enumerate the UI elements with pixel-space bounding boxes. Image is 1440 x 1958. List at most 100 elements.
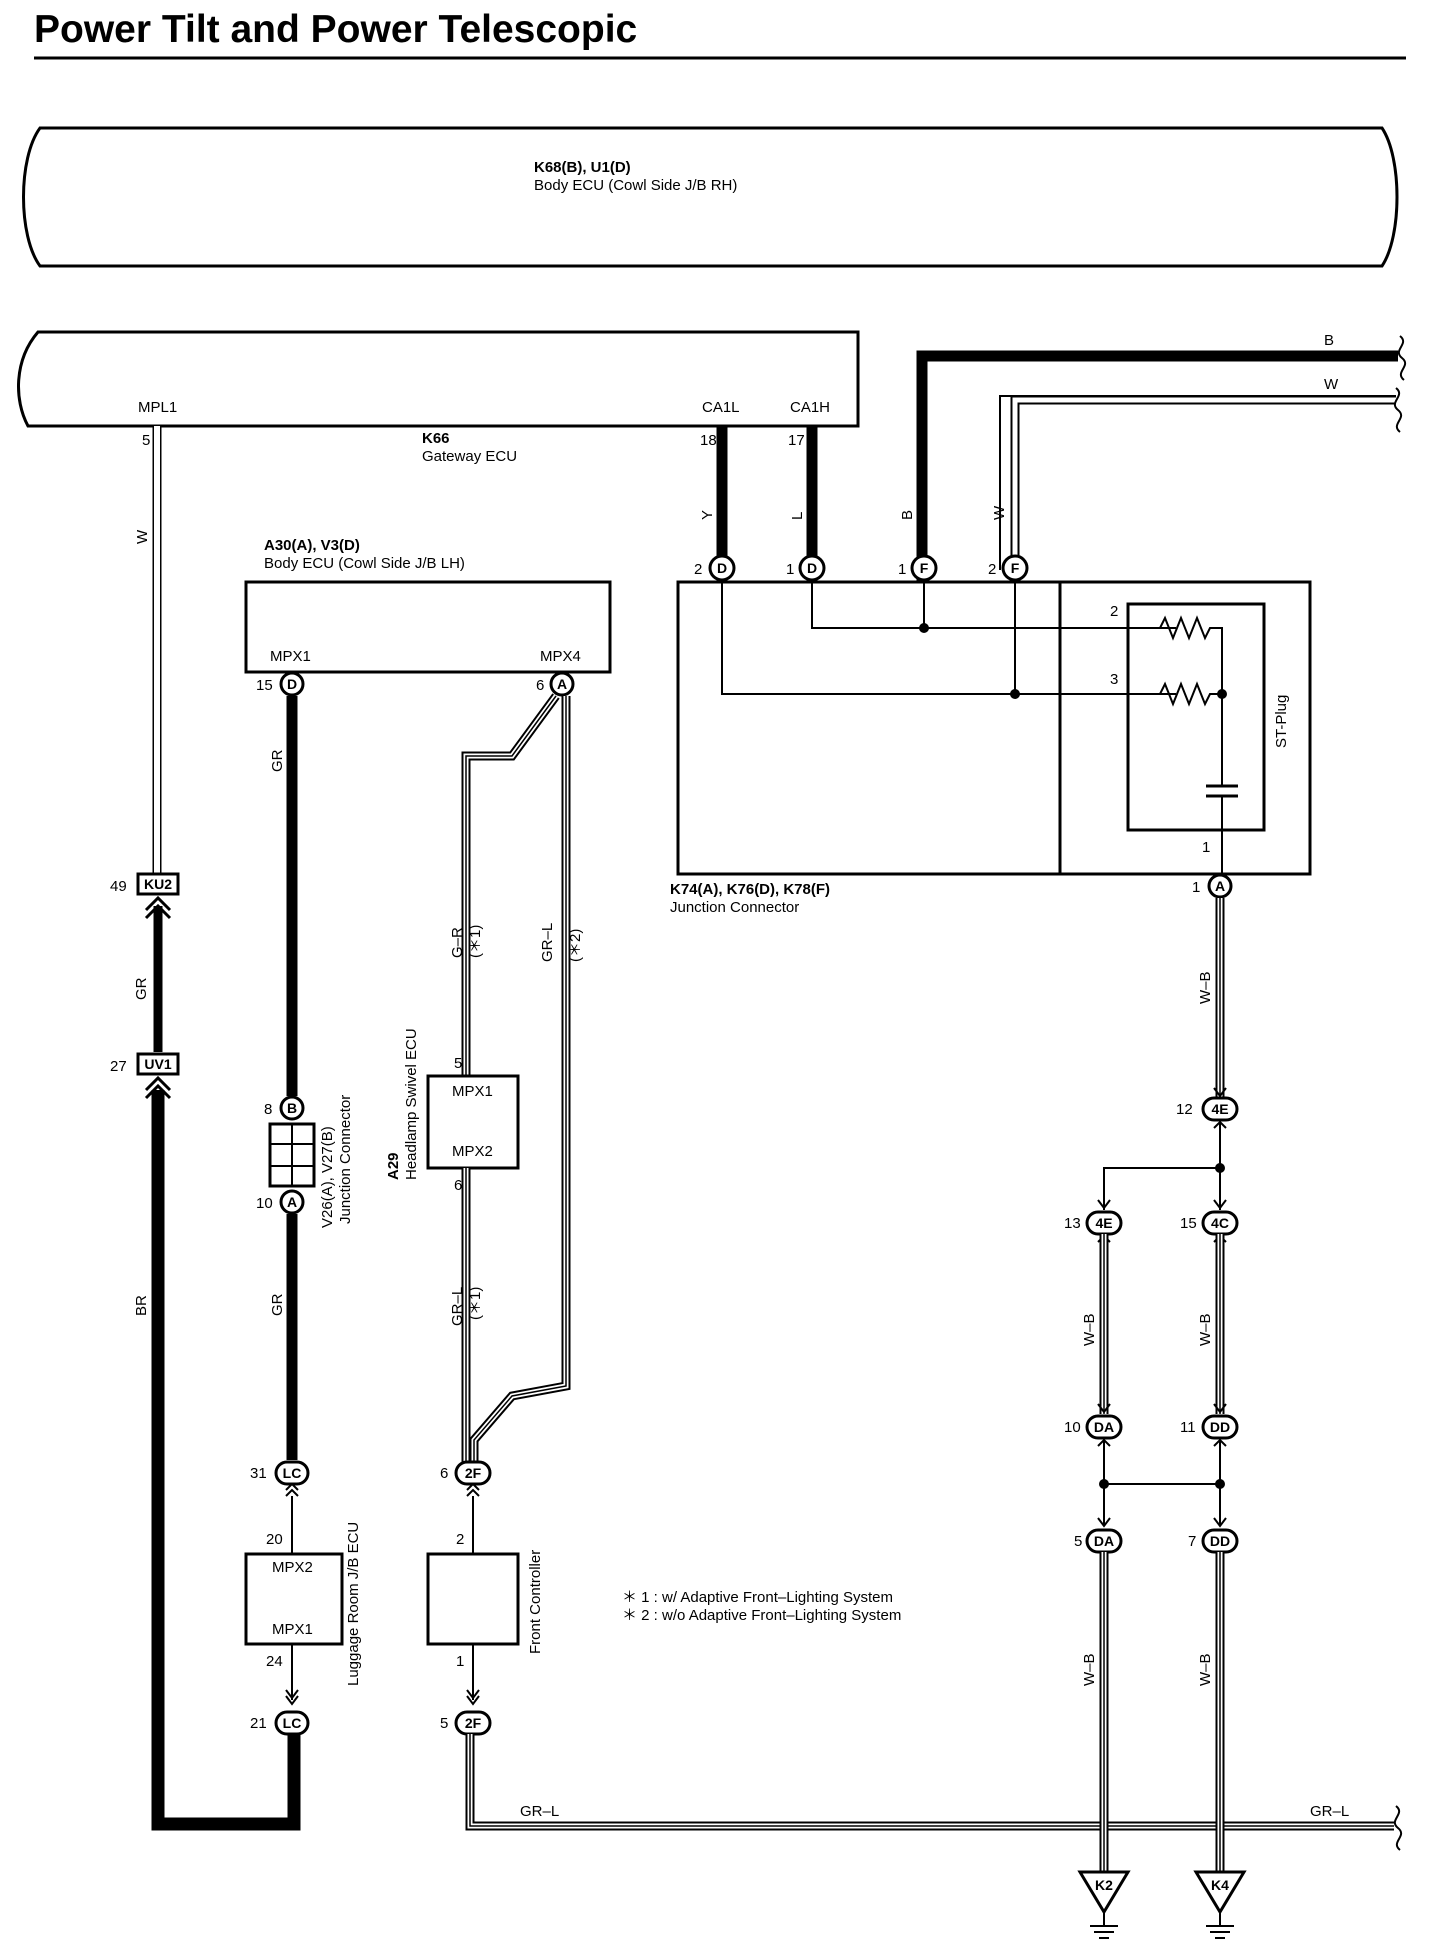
pin-2-fc: 2 (456, 1531, 464, 1548)
pin-st-1: 1 (1202, 839, 1210, 856)
wire-label-gr-l-right: GR–L (1310, 1803, 1349, 1820)
connector-4e-12: 4E (1201, 1096, 1239, 1122)
pin-7: 7 (1188, 1533, 1196, 1550)
svg-text:F: F (1011, 560, 1020, 576)
body-ecu-lh-code: A30(A), V3(D) (264, 537, 360, 554)
terminal-mpx1-lug: MPX1 (272, 1621, 313, 1638)
connector-dd-11: DD (1201, 1414, 1239, 1440)
connector-lc-31: LC (274, 1460, 310, 1486)
svg-text:4E: 4E (1211, 1101, 1228, 1117)
terminal-ca1h: CA1H (790, 399, 830, 416)
pin-15-4c: 15 (1180, 1215, 1197, 1232)
svg-text:2F: 2F (465, 1465, 482, 1481)
connector-2f-6: 2F (454, 1460, 492, 1486)
connector-da-5: DA (1085, 1528, 1123, 1554)
pin-17: 17 (788, 432, 805, 449)
pin-24: 24 (266, 1653, 283, 1670)
wire-label-gr-l-bottom: GR–L (520, 1803, 559, 1820)
footnote-1: ＊ 1 : w/ Adaptive Front–Lighting System (622, 1589, 893, 1606)
ground-k4-icon: K4 (1193, 1870, 1247, 1939)
pin-5-2f: 5 (440, 1715, 448, 1732)
pin-15: 15 (256, 677, 273, 694)
connector-d-ca1h: D (798, 554, 826, 582)
junction-connector-v-name: Junction Connector (337, 1095, 354, 1224)
pin-5-da: 5 (1074, 1533, 1082, 1550)
terminal-mpx1-swivel: MPX1 (452, 1083, 493, 1100)
pin-10-da: 10 (1064, 1419, 1081, 1436)
wire-label-gr-3: GR (269, 1293, 286, 1316)
gateway-ecu-name: Gateway ECU (422, 448, 517, 465)
wire-label-w: W (991, 505, 1008, 520)
pin-31: 31 (250, 1465, 267, 1482)
st-plug-label: ST-Plug (1273, 695, 1290, 748)
front-controller-box (426, 1552, 520, 1646)
wire-label-w-b-4: W–B (1081, 1653, 1098, 1686)
wire-br (151, 1090, 301, 1831)
svg-text:K4: K4 (1211, 1877, 1229, 1893)
headlamp-swivel-ecu-box (426, 1074, 520, 1170)
connector-uv1 (136, 1052, 180, 1076)
connector-b-v27: B (279, 1095, 305, 1121)
svg-text:F: F (920, 560, 929, 576)
terminal-mpl1: MPL1 (138, 399, 177, 416)
footnote-mark-2: (＊2) (567, 929, 584, 962)
connector-4e-13: 4E (1085, 1210, 1123, 1236)
terminal-mpx1-lh: MPX1 (270, 648, 311, 665)
wire-label-w-left: W (134, 529, 151, 544)
svg-text:D: D (807, 560, 817, 576)
pin-5-mpl1: 5 (142, 432, 150, 449)
svg-text:4E: 4E (1095, 1215, 1112, 1231)
wire-label-b: B (899, 510, 916, 520)
junction-connector-v-code: V26(A), V27(B) (319, 1126, 336, 1228)
pin-jc-2f: 2 (988, 561, 996, 578)
wire-label-w-b-5: W–B (1197, 1653, 1214, 1686)
svg-text:A: A (557, 676, 567, 692)
wire-label-br: BR (133, 1295, 150, 1316)
headlamp-swivel-ecu-code: A29 (385, 1152, 402, 1180)
wire-label-w-b-1: W–B (1197, 971, 1214, 1004)
svg-text:4C: 4C (1211, 1215, 1229, 1231)
pin-5-swivel: 5 (454, 1055, 462, 1072)
pin-st-3: 3 (1110, 671, 1118, 688)
terminal-mpx2-lug: MPX2 (272, 1559, 313, 1576)
body-ecu-lh-box (244, 580, 612, 674)
connector-f-w: F (1001, 554, 1029, 582)
pin-6-mpx4: 6 (536, 677, 544, 694)
wire-label-gr-l-2: GR–L (449, 1287, 466, 1326)
connector-ku2 (136, 872, 180, 896)
connector-4c-15: 4C (1201, 1210, 1239, 1236)
wire-label-w-top: W (1324, 376, 1339, 393)
connector-lc-21: LC (274, 1710, 310, 1736)
pin-13: 13 (1064, 1215, 1081, 1232)
pin-18: 18 (700, 432, 717, 449)
body-ecu-lh-name: Body ECU (Cowl Side J/B LH) (264, 555, 465, 572)
pin-1-a: 1 (1192, 879, 1200, 896)
connector-f-b: F (910, 554, 938, 582)
svg-text:KU2: KU2 (144, 876, 172, 892)
connector-a-v26: A (279, 1189, 305, 1215)
terminal-mpx2-swivel: MPX2 (452, 1143, 493, 1160)
pin-1-fc: 1 (456, 1653, 464, 1670)
junction-connector-box (676, 580, 1312, 876)
svg-text:LC: LC (283, 1715, 302, 1731)
pin-21: 21 (250, 1715, 267, 1732)
svg-text:DA: DA (1094, 1533, 1114, 1549)
wire-label-w-b-3: W–B (1197, 1313, 1214, 1346)
luggage-room-ecu-box (244, 1552, 344, 1646)
wire-label-w-b-2: W–B (1081, 1313, 1098, 1346)
svg-text:B: B (287, 1100, 297, 1116)
svg-text:A: A (287, 1194, 297, 1210)
svg-text:LC: LC (283, 1465, 302, 1481)
svg-text:D: D (287, 676, 297, 692)
body-ecu-rh-box (22, 126, 1399, 268)
gateway-ecu-code: K66 (422, 430, 450, 447)
luggage-room-ecu-name: Luggage Room J/B ECU (345, 1522, 362, 1686)
gateway-ecu-box (17, 330, 860, 428)
wire-label-g-r: G–R (449, 927, 466, 958)
pin-20: 20 (266, 1531, 283, 1548)
pin-11: 11 (1180, 1419, 1196, 1436)
wire-b-top (916, 350, 1398, 582)
wire-label-gr-1: GR (133, 977, 150, 1000)
pin-jc-1d: 1 (786, 561, 794, 578)
ground-k2-icon: K2 (1077, 1870, 1131, 1939)
